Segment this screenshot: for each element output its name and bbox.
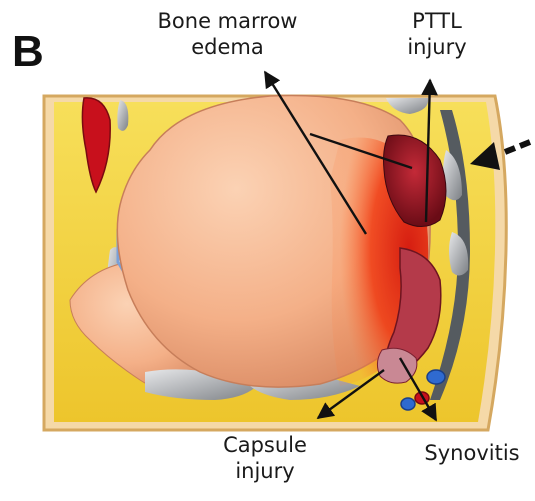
panel-letter: B (12, 30, 44, 74)
label-capsule-injury: Capsule injury (210, 432, 320, 484)
label-line: Synovitis (412, 440, 532, 466)
blue-vessel-2 (401, 398, 415, 410)
label-bone-marrow-edema: Bone marrow edema (135, 8, 320, 60)
label-line: Bone marrow (135, 8, 320, 34)
label-line: Capsule (210, 432, 320, 458)
label-line: PTTL (392, 8, 482, 34)
label-synovitis: Synovitis (412, 440, 532, 466)
blue-vessel (427, 370, 445, 384)
label-line: injury (392, 34, 482, 60)
label-pttl-injury: PTTL injury (392, 8, 482, 60)
label-line: injury (210, 458, 320, 484)
label-line: edema (135, 34, 320, 60)
